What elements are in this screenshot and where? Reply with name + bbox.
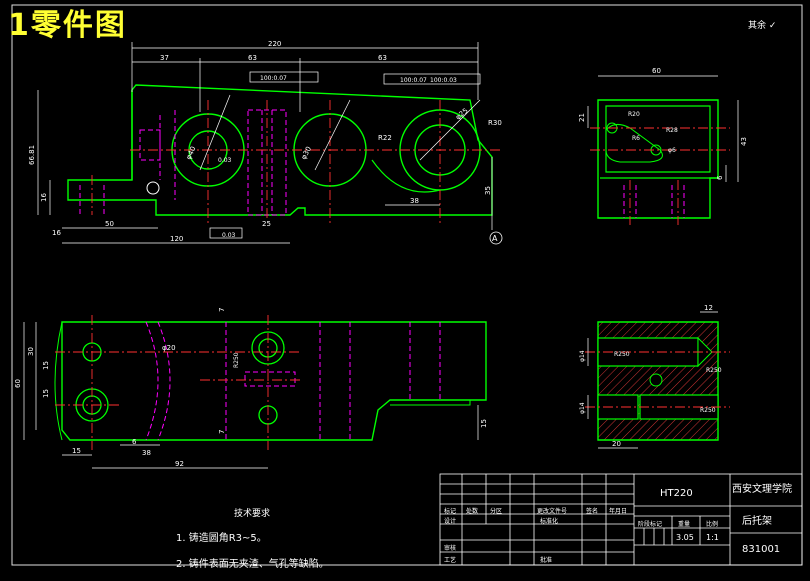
stage-label: 阶段标记 (638, 521, 663, 528)
dim-15d: 15 (480, 419, 488, 428)
std-label: 标准化 (540, 518, 559, 525)
dim-12: 12 (704, 304, 713, 312)
drawing-frame (11, 4, 803, 566)
parallelism-note-1: 100:0.07 (260, 75, 287, 82)
review-label: 审核 (444, 545, 457, 552)
dim-r20: R20 (628, 111, 640, 118)
parallelism-note-2: 100:0.07 (400, 77, 427, 84)
dim-15c: 15 (72, 447, 81, 455)
dim-r250: R250 (233, 352, 240, 368)
part-name: 后托架 (742, 516, 772, 527)
dim-section-r250b: R250 (706, 367, 722, 374)
roughness-note: 其余 ✓ (748, 18, 776, 31)
dim-r28: R28 (666, 127, 678, 134)
dim-15b: 15 (42, 389, 50, 398)
dim-overall-width: 220 (268, 40, 281, 48)
dim-7b: 7 (218, 430, 226, 434)
dim-15a: 15 (42, 361, 50, 370)
dim-r6: R6 (632, 135, 640, 142)
plan-view: 60 30 15 15 15 15 6 38 92 7 7 φ20 R250 (14, 308, 488, 469)
process-label: 工艺 (444, 557, 457, 564)
dim-phi40: φ40 (185, 145, 198, 161)
zone-label: 分区 (490, 508, 503, 515)
drawing-title: 1零件图 (8, 8, 127, 43)
front-view: 100:0.07 100:0.07 100:0.03 220 37 63 63 … (28, 40, 503, 245)
section-view: 12 20 φ14 φ14 R250 R250 R250 (579, 304, 730, 449)
dim-92: 92 (175, 460, 184, 468)
dim-20: 20 (612, 440, 621, 448)
weight-value: 3.05 (676, 533, 694, 542)
count-label: 处数 (466, 508, 479, 515)
dim-phi14: φ14 (579, 350, 586, 362)
material: HT220 (660, 488, 693, 499)
dim-16: 16 (40, 193, 48, 202)
dim-63b: 63 (378, 54, 387, 62)
tech-line-1: 1. 铸造圆角R3~5。 (176, 533, 267, 544)
dim-66: 66.81 (28, 145, 36, 165)
tech-title: 技术要求 (234, 509, 271, 519)
date-label: 年月日 (609, 508, 628, 515)
approve-label: 批准 (540, 557, 553, 564)
dim-25: 25 (262, 220, 271, 228)
dim-38: 38 (410, 197, 419, 205)
dim-phi20: φ20 (162, 344, 176, 352)
weight-label: 重量 (678, 521, 691, 528)
dim-43: 43 (740, 137, 748, 146)
change-label: 更改文件号 (537, 508, 568, 515)
dim-section-r250c: R250 (700, 407, 716, 414)
dim-37: 37 (160, 54, 169, 62)
dim-63a: 63 (248, 54, 257, 62)
dim-6b: 6 (132, 438, 137, 446)
dim-120: 120 (170, 235, 183, 243)
dim-r22: R22 (378, 134, 392, 142)
roughness-label: 其余 (748, 21, 767, 31)
dim-21: 21 (578, 113, 586, 122)
dim-30: 30 (27, 347, 35, 356)
datum-a: A (492, 234, 498, 243)
dim-phi30: φ30 (300, 145, 313, 161)
dim-side-60: 60 (652, 67, 661, 75)
scale-label: 比例 (706, 521, 719, 528)
dim-phi14b: φ14 (579, 402, 586, 414)
dim-flat-frame: 0.03 (222, 232, 236, 239)
dim-flat: 0.03 (218, 157, 232, 164)
dim-35: 35 (484, 186, 492, 195)
mark-label: 标记 (444, 508, 457, 515)
technical-requirements: 技术要求 1. 铸造圆角R3~5。 2. 铸件表面无夹渣、气孔等缺陷。 (176, 506, 329, 581)
sign-label: 签名 (586, 508, 599, 515)
dim-38b: 38 (142, 449, 151, 457)
dim-phi25: φ25 (454, 107, 470, 122)
roughness-check-icon: ✓ (768, 21, 777, 31)
school-name: 西安文理学院 (732, 484, 792, 495)
side-view: 60 21 43 6 R20 R6 R28 φ6 (578, 67, 748, 225)
designer-label: 设计 (444, 518, 457, 525)
dim-6: 6 (716, 175, 724, 180)
dim-plan-60: 60 (14, 379, 22, 388)
dim-section-r250: R250 (614, 351, 630, 358)
dim-phi6: φ6 (668, 147, 676, 154)
dim-r30: R30 (488, 119, 502, 127)
scale-value: 1:1 (706, 533, 719, 542)
drawing-number: 831001 (742, 544, 781, 555)
dim-50: 50 (105, 220, 114, 228)
dim-7a: 7 (218, 308, 226, 312)
dim-16b: 16 (52, 229, 61, 237)
parallelism-note-2b: 100:0.03 (430, 77, 457, 84)
title-block (439, 473, 803, 566)
tech-line-2: 2. 铸件表面无夹渣、气孔等缺陷。 (176, 559, 329, 570)
